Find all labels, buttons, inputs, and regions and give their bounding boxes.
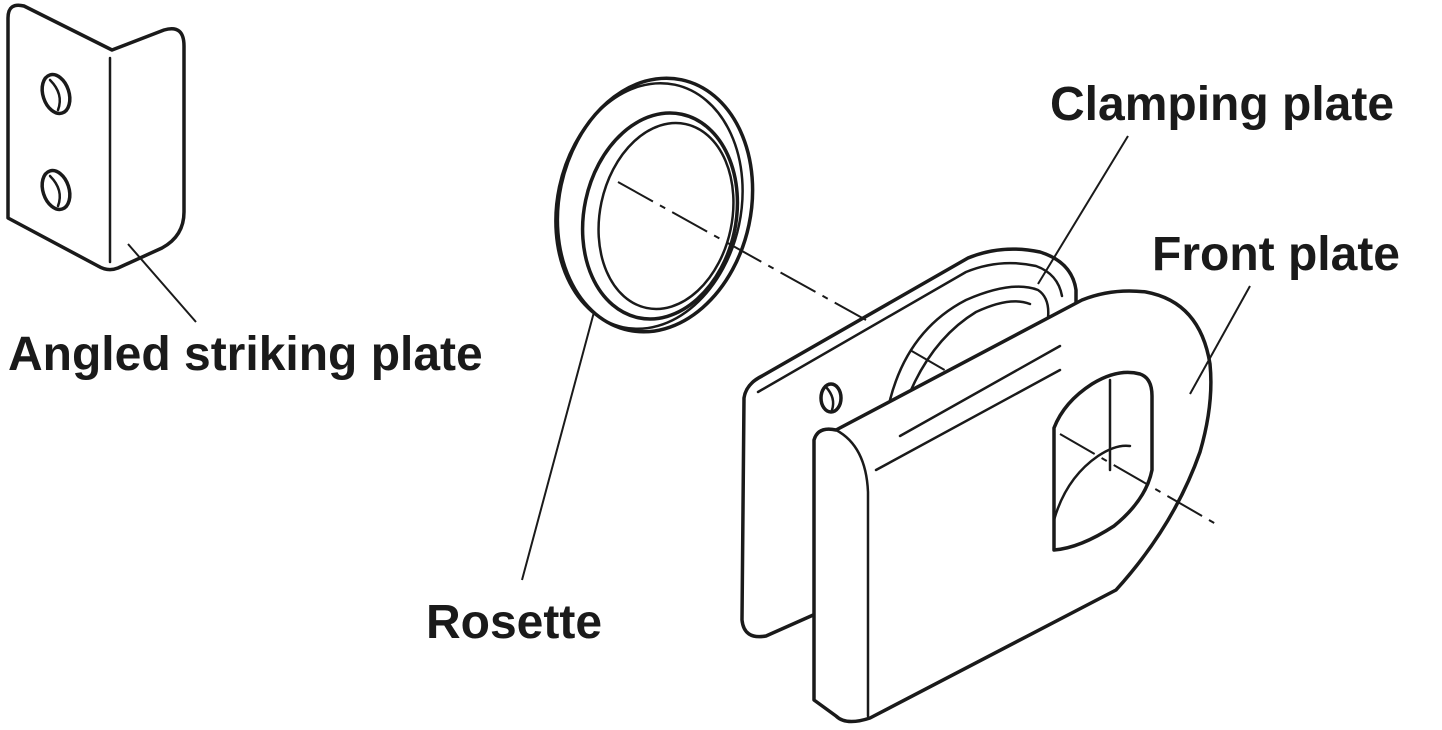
leader-angled-striking-plate	[127, 243, 197, 323]
leader-rosette	[521, 311, 595, 581]
assembly-center-axis-rear	[1059, 433, 1217, 525]
rosette-ring-edge	[554, 81, 744, 331]
front-plate-opening-depth	[1052, 444, 1132, 522]
label-rosette: Rosette	[426, 596, 602, 649]
leader-clamping-plate	[1037, 135, 1129, 285]
assembly-center-axis-inner	[909, 349, 949, 373]
rosette-inner-opening	[597, 121, 735, 311]
clamping-plate-ring-inner	[904, 300, 1032, 404]
leader-front-plate	[1189, 285, 1251, 395]
front-plate-bevel-line-2	[898, 344, 1062, 438]
rosette-inner-ring	[580, 111, 740, 321]
screw-slot-lower	[40, 168, 72, 212]
label-clamping-plate: Clamping plate	[1050, 78, 1394, 131]
striking-plate-body	[6, 3, 186, 272]
rosette	[554, 76, 755, 334]
clamping-plate-edge	[756, 261, 1064, 394]
front-plate-bevel-line	[874, 368, 1062, 472]
label-front-plate: Front plate	[1152, 228, 1400, 281]
front-plate	[812, 289, 1213, 724]
front-plate-front-face	[834, 428, 870, 718]
angled-striking-plate	[6, 3, 186, 272]
clamping-plate-pin	[819, 382, 843, 414]
front-plate-lock-opening	[1052, 370, 1154, 552]
screw-slot-upper	[40, 72, 72, 116]
assembly-center-axis	[617, 181, 867, 321]
label-angled-striking-plate: Angled striking plate	[8, 328, 483, 381]
